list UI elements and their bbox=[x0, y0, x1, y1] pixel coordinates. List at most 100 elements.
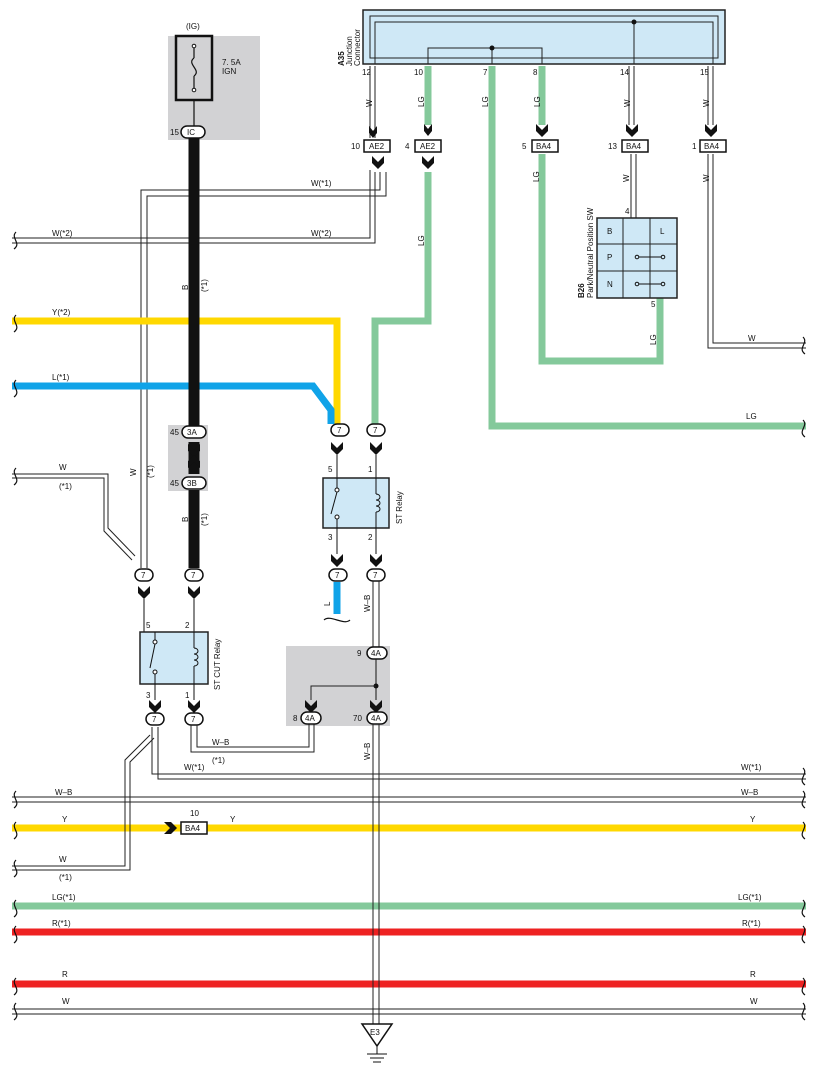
wire-lg-pin7 bbox=[488, 66, 806, 430]
ground-label: E3 bbox=[370, 1028, 380, 1037]
label-b-lower: B bbox=[181, 517, 190, 522]
junction-name-2: Connector bbox=[353, 29, 362, 66]
label-w-15: W bbox=[702, 99, 711, 107]
st-cut-out-7a: 7 bbox=[152, 715, 157, 724]
st-cut-pin-5: 5 bbox=[146, 621, 151, 630]
bottom-bus bbox=[12, 727, 806, 1015]
label-lg-7: LG bbox=[481, 96, 490, 107]
label-w-right: W bbox=[748, 334, 756, 343]
ae2-a-label: AE2 bbox=[369, 142, 385, 151]
connector-ae2-10: AE2 10 bbox=[351, 126, 391, 169]
connector-3b: 3B 45 bbox=[170, 476, 207, 490]
label-lg-switch: LG bbox=[649, 334, 658, 345]
fuse-supply: (IG) bbox=[186, 22, 200, 31]
st-relay-pin-1: 1 bbox=[368, 465, 373, 474]
label-y-bus-right: Y bbox=[750, 815, 756, 824]
c4a-8-label: 4A bbox=[305, 714, 315, 723]
fuse-connector: IC bbox=[187, 128, 195, 137]
label-star1-stcut: (*1) bbox=[212, 756, 225, 765]
label-wb-bus: W–B bbox=[55, 788, 72, 797]
switch-pin-in: 4 bbox=[625, 207, 630, 216]
st-relay-in-7a: 7 bbox=[337, 426, 342, 435]
ba4-10-label: BA4 bbox=[185, 824, 201, 833]
wire-w-star2 bbox=[12, 170, 371, 239]
label-w-ba4-13: W bbox=[622, 174, 631, 182]
label-w-14: W bbox=[623, 99, 632, 107]
label-star1-bus-lower: (*1) bbox=[59, 873, 72, 882]
fuse-shade bbox=[168, 36, 260, 140]
junction-pin-10: 10 bbox=[414, 68, 423, 77]
label-star1-left: (*1) bbox=[59, 482, 72, 491]
st-cut-relay: 7 7 5 2 ST CUT Relay 3 1 7 7 bbox=[134, 568, 222, 726]
wire-lg-ae2 bbox=[371, 172, 432, 424]
connector-ba4-10: BA4 10 bbox=[164, 809, 208, 835]
wire-w-left bbox=[12, 473, 136, 557]
wire-l-star1 bbox=[12, 382, 335, 424]
fuse-name: IGN bbox=[222, 67, 236, 76]
st-cut-in-7b: 7 bbox=[191, 571, 196, 580]
switch-pin-out: 5 bbox=[651, 300, 656, 309]
junction-code: A35 bbox=[337, 51, 346, 66]
st-cut-out-7b: 7 bbox=[191, 715, 196, 724]
label-w-12: W bbox=[365, 99, 374, 107]
switch-p: P bbox=[607, 253, 612, 262]
label-wb-stcut: W–B bbox=[212, 738, 229, 747]
label-w-star2-mid: W(*2) bbox=[311, 229, 332, 238]
label-w-bus-bottom-right: W bbox=[750, 997, 758, 1006]
junction-pin-12: 12 bbox=[362, 68, 371, 77]
label-b-upper: B bbox=[181, 285, 190, 290]
c4a-9-label: 4A bbox=[371, 649, 381, 658]
c3a-label: 3A bbox=[187, 428, 197, 437]
junction-pin-7: 7 bbox=[483, 68, 488, 77]
st-relay-out-7b: 7 bbox=[373, 571, 378, 580]
label-y-star2: Y(*2) bbox=[52, 308, 71, 317]
ae2-a-pin: 10 bbox=[351, 142, 360, 151]
ba4-13-label: BA4 bbox=[626, 142, 642, 151]
st-relay-pin-2: 2 bbox=[368, 533, 373, 542]
label-y-bus-mid: Y bbox=[230, 815, 236, 824]
ba4-1-pin: 1 bbox=[692, 142, 697, 151]
label-w-vert: W bbox=[129, 468, 138, 476]
ba4-13-pin: 13 bbox=[608, 142, 617, 151]
label-w-bus-lower: W bbox=[59, 855, 67, 864]
c4a-9-pin: 9 bbox=[357, 649, 362, 658]
label-r-star1-bus-right: R(*1) bbox=[742, 919, 761, 928]
st-cut-in-7a: 7 bbox=[141, 571, 146, 580]
st-relay: 7 7 5 1 ST Relay 3 2 7 7 bbox=[322, 423, 404, 582]
wire-lg-ba4-5 bbox=[538, 154, 664, 365]
junction-connector-box bbox=[362, 9, 726, 65]
junction-name-1: Junction bbox=[345, 36, 354, 66]
connector-ba4-13: BA4 13 bbox=[608, 124, 649, 153]
ba4-10-pin: 10 bbox=[190, 809, 199, 818]
label-lg-right: LG bbox=[746, 412, 757, 421]
label-wb-bus-right: W–B bbox=[741, 788, 758, 797]
park-neutral-switch: B L P N 4 5 B26 Park/Neutral Position SW… bbox=[577, 207, 678, 345]
label-lg-10: LG bbox=[417, 96, 426, 107]
label-y-bus: Y bbox=[62, 815, 68, 824]
junction-pin-8: 8 bbox=[533, 68, 538, 77]
label-lg-ba4-5: LG bbox=[532, 171, 541, 182]
c3b-pin: 45 bbox=[170, 479, 179, 488]
ba4-1-label: BA4 bbox=[704, 142, 720, 151]
label-l-star1: L(*1) bbox=[52, 373, 70, 382]
st-cut-pin-2: 2 bbox=[185, 621, 190, 630]
label-w-star1-top: W(*1) bbox=[311, 179, 332, 188]
wire-w-star1 bbox=[140, 172, 381, 568]
junction-pin-15: 15 bbox=[700, 68, 709, 77]
edge-break-marks bbox=[13, 231, 806, 1021]
connector-4a: 4A 9 4A 8 4A 70 bbox=[293, 646, 388, 725]
st-cut-pin-1: 1 bbox=[185, 691, 190, 700]
label-w-ba4-1: W bbox=[702, 174, 711, 182]
ba4-5-label: BA4 bbox=[536, 142, 552, 151]
wire-y-star2 bbox=[12, 317, 341, 424]
connector-3a: 3A 45 bbox=[170, 425, 207, 468]
switch-name: Park/Neutral Position SW bbox=[586, 207, 595, 298]
label-star1-b-lower: (*1) bbox=[200, 513, 209, 526]
label-lg-8: LG bbox=[533, 96, 542, 107]
junction-pin-14: 14 bbox=[620, 68, 629, 77]
label-r-bus-right: R bbox=[750, 970, 756, 979]
ae2-b-pin: 4 bbox=[405, 142, 410, 151]
ae2-b-label: AE2 bbox=[420, 142, 436, 151]
fuse-rating: 7. 5A bbox=[222, 58, 241, 67]
